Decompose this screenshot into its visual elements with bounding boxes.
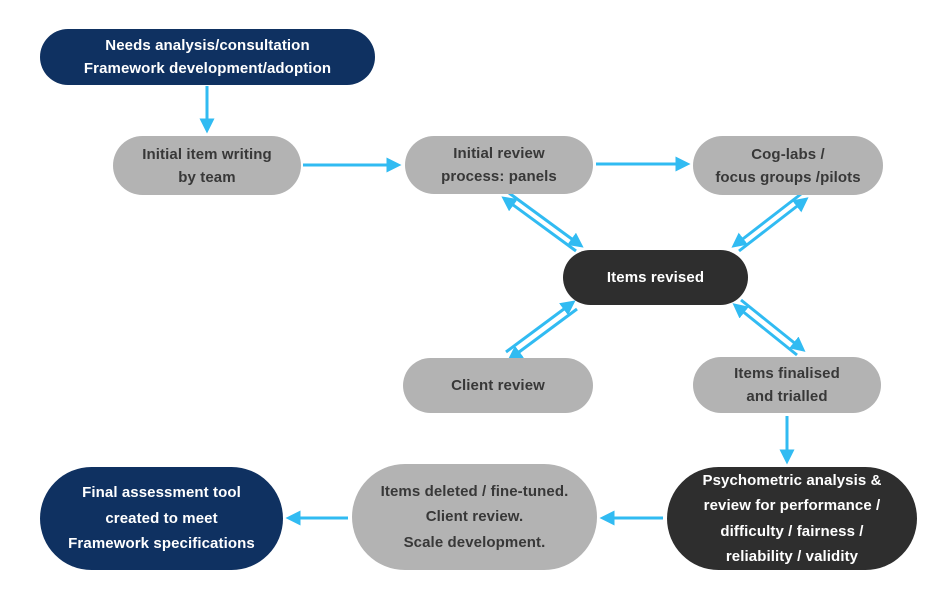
node-cog-labs: Cog-labs / focus groups /pilots (693, 136, 883, 195)
node-label-line: Items finalised (734, 365, 840, 382)
arrow-coglabs-to-revised (731, 192, 802, 248)
arrow-client-to-revised (505, 300, 576, 354)
node-label-line: Client review (451, 377, 545, 394)
node-client-review: Client review (403, 358, 593, 413)
node-label-line: Needs analysis/consultation (105, 37, 310, 54)
arrow-revised-to-finalised (740, 298, 806, 352)
node-items-finalised: Items finalised and trialled (693, 357, 881, 413)
node-label-line: and trialled (746, 388, 828, 405)
arrow-revised-to-review (501, 196, 577, 253)
node-label-line: Framework specifications (68, 535, 255, 553)
node-label-line: Client review. (425, 508, 524, 526)
node-label-line: Initial item writing (142, 145, 272, 163)
node-items-revised: Items revised (563, 250, 748, 305)
node-final-assessment-tool: Final assessment tool created to meet Fr… (40, 467, 283, 570)
node-label-line: Cog-labs / (751, 145, 825, 163)
node-label-line: review for performance / (703, 497, 881, 514)
arrow-finalised-to-revised (732, 303, 798, 357)
arrow-revised-to-coglabs (738, 197, 809, 253)
node-initial-item-writing: Initial item writing by team (113, 136, 301, 195)
arrow-review-to-revised (508, 191, 584, 248)
node-label-line: reliability / validity (725, 548, 859, 565)
node-label-line: created to meet (105, 509, 218, 527)
node-label-line: focus groups /pilots (715, 168, 861, 186)
node-items-deleted: Items deleted / fine-tuned. Client revie… (352, 464, 597, 570)
node-label-line: Psychometric analysis & (702, 471, 882, 489)
node-needs-analysis: Needs analysis/consultation Framework de… (40, 29, 375, 85)
node-label-line: Final assessment tool (82, 484, 241, 502)
node-label-line: Initial review (453, 145, 545, 162)
node-label-line: Framework development/adoption (83, 60, 332, 77)
node-psychometric-analysis: Psychometric analysis & review for perfo… (667, 467, 917, 570)
node-initial-review: Initial review process: panels (405, 136, 593, 194)
node-label-line: by team (178, 168, 236, 186)
node-label-line: difficulty / fairness / (720, 522, 864, 540)
node-label-line: Items revised (606, 269, 705, 286)
node-label-line: process: panels (441, 168, 557, 185)
node-label-line: Items deleted / fine-tuned. (380, 482, 569, 500)
node-label-line: Scale development. (403, 533, 546, 551)
arrow-revised-to-client (507, 307, 578, 361)
